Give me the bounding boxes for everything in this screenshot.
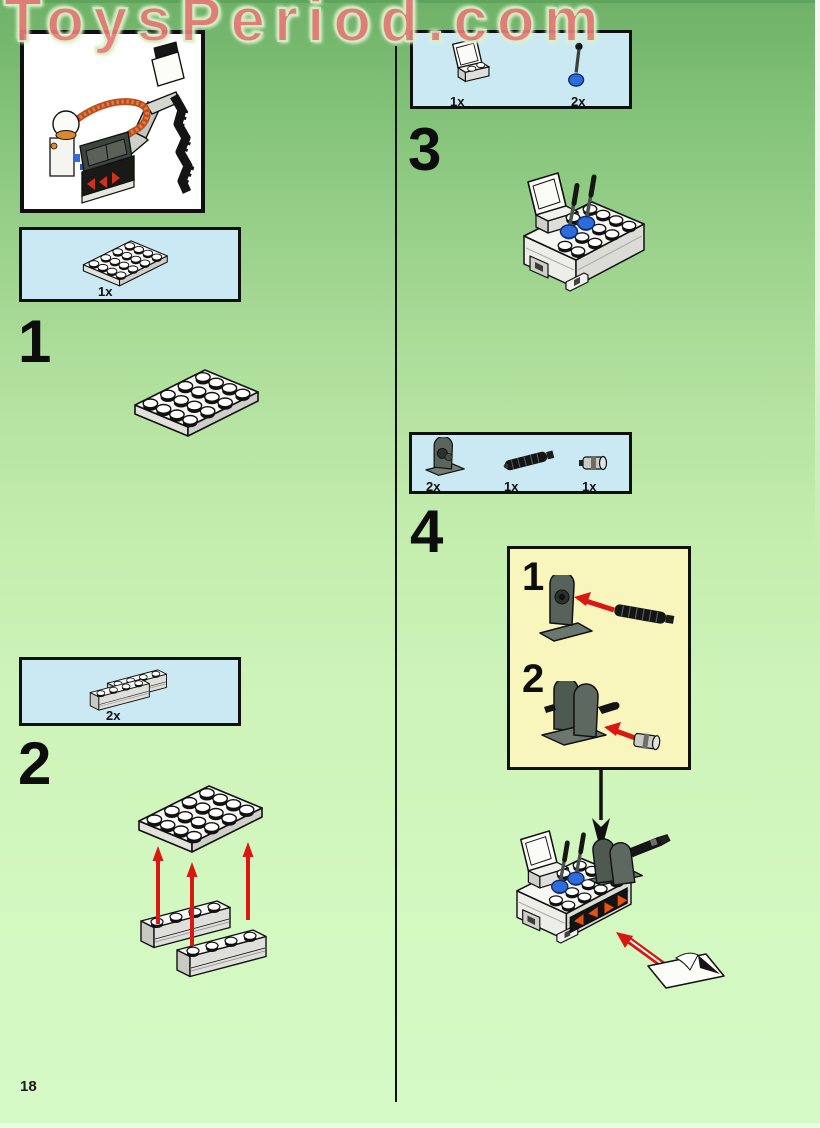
scan-right-edge xyxy=(815,0,820,560)
seat-icon xyxy=(452,38,491,83)
parts-box-step2: 2x xyxy=(19,657,241,726)
parts-box-step1: 1x xyxy=(19,227,241,302)
model-preview-box xyxy=(20,30,205,213)
scan-top-edge xyxy=(0,0,820,3)
part-count: 1x xyxy=(98,284,113,299)
bracket-icon xyxy=(425,437,465,476)
model-preview-illustration xyxy=(49,41,195,204)
substep2-illustration xyxy=(541,681,661,751)
part-count: 1x xyxy=(504,479,519,494)
sticker-applied xyxy=(569,887,628,934)
red-arrow-icon xyxy=(152,842,254,946)
column-divider xyxy=(395,46,397,1102)
part-count: 2x xyxy=(571,94,586,109)
part-count: 1x xyxy=(450,94,465,109)
step3-number: 3 xyxy=(408,116,441,183)
scan-bottom-edge xyxy=(0,1123,820,1128)
page-number: 18 xyxy=(20,1078,37,1095)
part-count: 1x xyxy=(582,479,597,494)
sticker-sheet-icon xyxy=(647,952,725,989)
step4-callout-box: 1 2 xyxy=(507,546,691,770)
down-arrow-icon xyxy=(592,770,610,852)
substep1-illustration xyxy=(539,575,675,642)
step2-illustration xyxy=(132,776,272,981)
watermark: ToysPeriod.com xyxy=(3,0,608,55)
ribbed-shaft-icon xyxy=(503,450,555,471)
step2-number: 2 xyxy=(18,730,51,797)
parts-box-step4: 2x 1x 1x xyxy=(409,432,632,494)
connector-icon xyxy=(579,455,608,471)
part-count: 2x xyxy=(106,708,121,723)
control-lever-icon xyxy=(568,42,585,87)
bracket-device xyxy=(588,834,671,886)
plate-4x4-icon xyxy=(80,234,172,292)
step3-illustration xyxy=(504,172,654,320)
step4-final-illustration xyxy=(498,824,725,989)
brick-1x4-icon xyxy=(84,665,184,717)
red-arrow-icon xyxy=(604,722,639,742)
parts-box-step3: 1x 2x xyxy=(410,30,632,109)
substep2-number: 2 xyxy=(522,657,545,701)
substep1-number: 1 xyxy=(522,555,545,599)
part-count: 2x xyxy=(426,479,441,494)
red-arrow-icon xyxy=(574,592,615,613)
step4-number: 4 xyxy=(410,498,443,565)
step1-number: 1 xyxy=(18,308,51,375)
step1-illustration xyxy=(130,360,265,445)
